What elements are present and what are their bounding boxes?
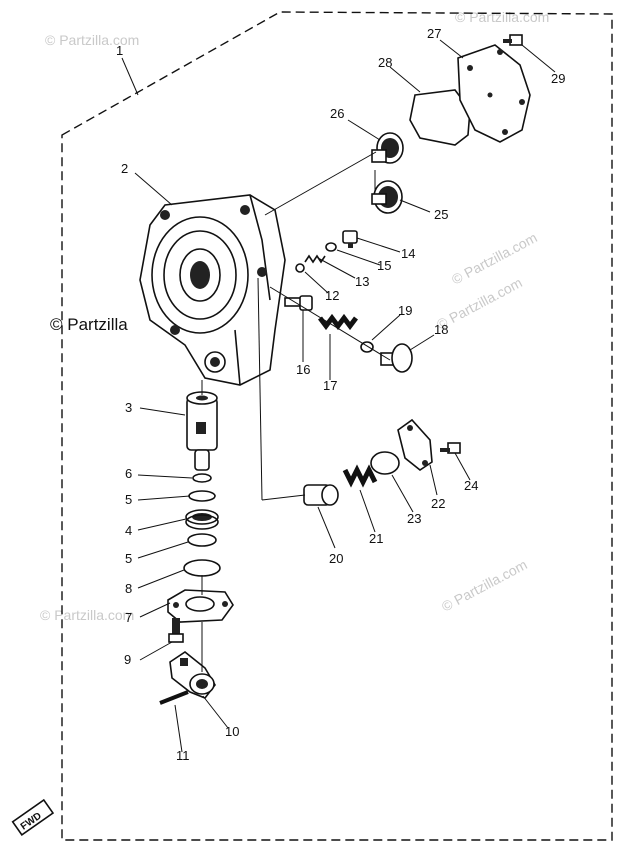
pump-housing xyxy=(139,194,286,386)
callout-4: 4 xyxy=(125,523,132,538)
callout-5b: 5 xyxy=(125,551,132,566)
part-23-oring xyxy=(370,451,400,475)
watermark-top-right: © Partzilla.com xyxy=(455,9,549,25)
callout-8: 8 xyxy=(125,581,132,596)
callout-2: 2 xyxy=(121,161,128,176)
part-21-spring xyxy=(342,464,378,488)
watermark-center-left: © Partzilla xyxy=(50,315,128,334)
callout-27: 27 xyxy=(427,26,441,41)
leader-lines xyxy=(121,39,556,753)
part-26-gear xyxy=(371,132,404,164)
callout-12: 12 xyxy=(325,288,339,303)
callout-17: 17 xyxy=(323,378,337,393)
part-22-cover xyxy=(397,418,433,471)
part-17-spring xyxy=(318,313,358,331)
callout-20: 20 xyxy=(329,551,343,566)
fwd-direction-badge: FWD xyxy=(11,798,55,836)
part-27-cover xyxy=(457,44,531,143)
part-3-sleeve xyxy=(186,391,218,471)
callout-16: 16 xyxy=(296,362,310,377)
callout-3: 3 xyxy=(125,400,132,415)
callout-10: 10 xyxy=(225,724,239,739)
callout-15: 15 xyxy=(377,258,391,273)
callout-24: 24 xyxy=(464,478,478,493)
part-9-bolt xyxy=(168,618,184,643)
part-7-flange xyxy=(167,589,234,623)
assembly-boundary xyxy=(61,11,613,841)
callout-13: 13 xyxy=(355,274,369,289)
part-28-gasket xyxy=(409,89,471,146)
callout-7: 7 xyxy=(125,610,132,625)
callout-21: 21 xyxy=(369,531,383,546)
callout-5a: 5 xyxy=(125,492,132,507)
part-29-bolt xyxy=(503,34,523,46)
part-25-gear xyxy=(371,180,403,214)
part-15-washer xyxy=(325,242,337,252)
part-5-washer-upper xyxy=(188,490,216,502)
callout-11: 11 xyxy=(176,748,190,763)
part-14-plug xyxy=(342,230,358,248)
part-5-washer-lower xyxy=(187,533,217,547)
callout-22: 22 xyxy=(431,496,445,511)
callout-19: 19 xyxy=(398,303,412,318)
part-8-oring xyxy=(183,559,221,577)
watermark-bottom-left: © Partzilla.com xyxy=(40,607,134,623)
watermark-top-left: © Partzilla.com xyxy=(45,32,139,48)
part-20-piston xyxy=(303,484,339,506)
callout-14: 14 xyxy=(401,246,415,261)
watermark-bottom-right: © Partzilla.com xyxy=(439,556,530,614)
part-19-oring xyxy=(360,341,374,353)
callout-1: 1 xyxy=(116,43,123,58)
callout-6: 6 xyxy=(125,466,132,481)
part-24-bolt xyxy=(440,442,461,454)
callout-9: 9 xyxy=(124,652,131,667)
callout-labels: 1 2 3 4 5 5 6 7 8 9 10 11 12 13 14 15 16… xyxy=(116,26,565,763)
callout-28: 28 xyxy=(378,55,392,70)
part-11-pin xyxy=(159,690,189,705)
callout-23: 23 xyxy=(407,511,421,526)
part-4-bearing xyxy=(185,509,219,530)
watermark-mid-right-2: © Partzilla.com xyxy=(449,229,540,287)
part-18-knob xyxy=(380,343,413,373)
part-12-ring xyxy=(295,263,305,273)
callout-26: 26 xyxy=(330,106,344,121)
callout-18: 18 xyxy=(434,322,448,337)
part-13-spring xyxy=(304,254,326,264)
callout-25: 25 xyxy=(434,207,448,222)
callout-29: 29 xyxy=(551,71,565,86)
part-10-lever xyxy=(169,651,216,699)
part-6-ring xyxy=(192,473,212,483)
